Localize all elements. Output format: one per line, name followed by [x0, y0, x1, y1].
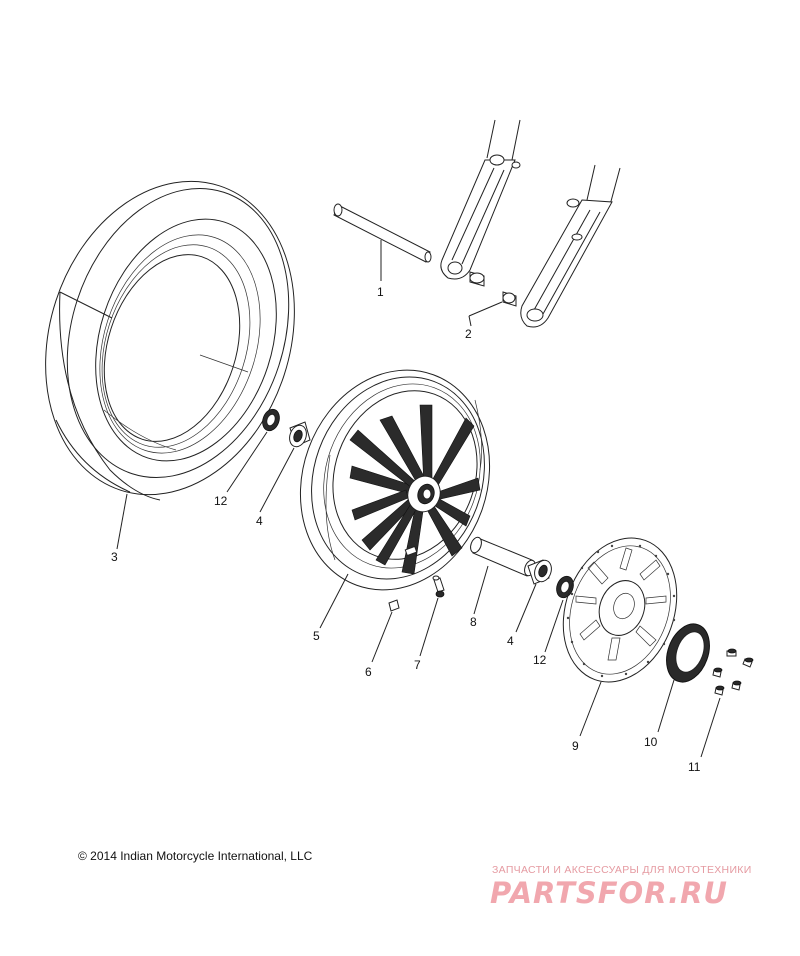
tone-ring-drawing — [666, 623, 710, 683]
balance-weight-drawing — [388, 599, 400, 612]
callout-9: 9 — [572, 739, 579, 753]
callout-3: 3 — [111, 550, 118, 564]
callout-8: 8 — [470, 615, 477, 629]
callout-12-right: 12 — [533, 653, 547, 667]
axle-drawing — [333, 203, 432, 263]
bearing-spacer-drawing — [470, 536, 536, 577]
callout-1: 1 — [377, 285, 384, 299]
callout-5: 5 — [313, 629, 320, 643]
fork-right-drawing — [520, 164, 621, 328]
callout-11: 11 — [688, 760, 701, 774]
callout-6: 6 — [365, 665, 372, 679]
callout-7: 7 — [414, 658, 421, 672]
leader-lines — [116, 240, 721, 758]
callout-labels: 1 2 3 4 12 5 6 7 8 4 12 9 10 11 — [111, 285, 701, 774]
right-bearing-seal-drawing — [527, 559, 574, 599]
tire-drawing — [45, 180, 295, 501]
valve-stem-drawing — [432, 575, 445, 598]
callout-4-right: 4 — [507, 634, 514, 648]
watermark-subtitle: ЗАПЧАСТИ И АКСЕССУАРЫ ДЛЯ МОТОТЕХНИКИ — [492, 864, 752, 876]
rotor-bolts-drawing — [712, 648, 754, 696]
brake-rotor-drawing — [562, 537, 678, 683]
fork-left-drawing — [440, 119, 521, 280]
callout-4-left: 4 — [256, 514, 263, 528]
left-seal-bearing-drawing — [262, 408, 311, 448]
fork-spacers-drawing — [469, 271, 517, 307]
wheel-drawing — [299, 369, 491, 591]
callout-10: 10 — [644, 735, 658, 749]
watermark-logo: PARTSFOR.RU — [490, 876, 728, 910]
callout-12-left: 12 — [214, 494, 228, 508]
copyright-notice: © 2014 Indian Motorcycle International, … — [78, 849, 313, 863]
callout-2: 2 — [465, 327, 472, 341]
